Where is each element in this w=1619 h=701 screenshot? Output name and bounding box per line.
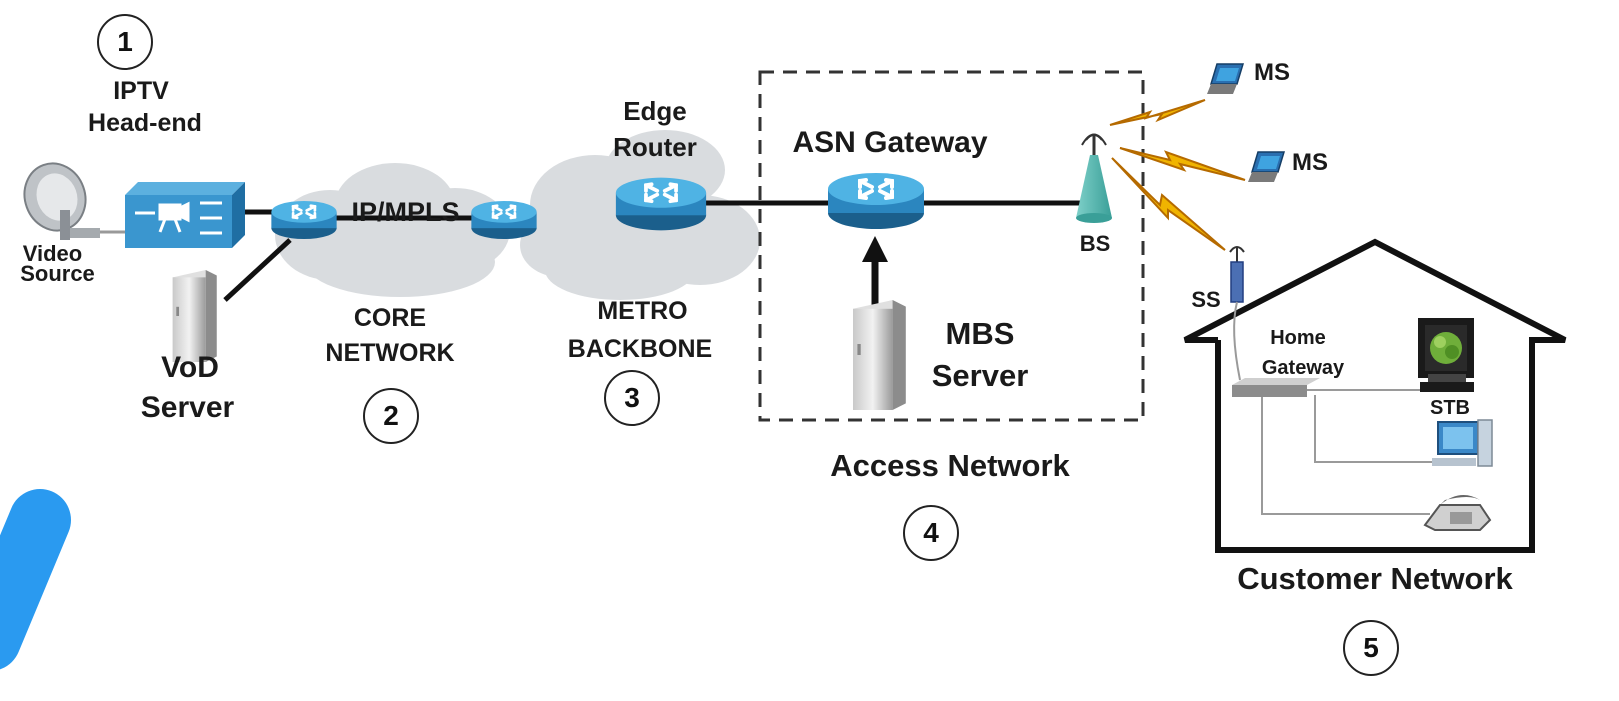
edge-label: Edge (623, 96, 687, 126)
ip-mpls-label: IP/MPLS (351, 197, 460, 227)
stb-label: STB (1430, 397, 1470, 419)
network-label: NETWORK (325, 339, 455, 367)
access-network-title: Access Network (830, 448, 1070, 483)
access-network-boundary (758, 70, 1145, 422)
tv-icon (1418, 318, 1474, 378)
video-label: Video (22, 241, 83, 266)
core-router-1-icon (270, 199, 338, 241)
iptv-label: IPTV (113, 77, 169, 105)
head-end-label: Head-end (88, 109, 202, 137)
desktop-pc-icon (1432, 419, 1493, 467)
step-1-badge: 1 (97, 14, 153, 70)
step-2-badge: 2 (363, 388, 419, 444)
ms1-label: MS (1254, 59, 1290, 86)
customer-network-title: Customer Network (1237, 561, 1513, 596)
core-label: CORE (353, 304, 427, 332)
home-gateway-label: Gateway (1261, 357, 1345, 379)
backbone-label: BACKBONE (567, 335, 713, 363)
ss-label: SS (1191, 287, 1221, 312)
base-station-icon (1076, 133, 1112, 223)
mobile-station-1-icon (1207, 63, 1244, 95)
mbs-label: MBS (945, 316, 1015, 351)
set-top-box-icon (1420, 374, 1474, 392)
step-4-badge: 4 (903, 505, 959, 561)
step-5-badge: 5 (1343, 620, 1399, 676)
satellite-dish-icon (23, 162, 100, 240)
metro-label: METRO (597, 297, 688, 325)
wireless-link-ms1 (1109, 99, 1206, 126)
telephone-icon (1423, 495, 1492, 531)
router-label: Router (613, 132, 697, 162)
asn-gateway-label: ASN Gateway (792, 126, 988, 159)
vod-server-icon (172, 270, 217, 362)
customer-house-outline (1183, 238, 1567, 553)
head-end-encoder-icon (125, 182, 245, 248)
decorative-blue-stroke (0, 489, 71, 670)
mobile-station-2-icon (1248, 151, 1285, 183)
core-router-2-icon (470, 199, 538, 241)
wireless-link-ss (1111, 157, 1226, 251)
source-label: Source (20, 261, 95, 286)
asn-gateway-router-icon (828, 173, 924, 229)
subscriber-station-icon (1229, 246, 1245, 303)
wireless-link-ms2 (1119, 147, 1246, 181)
vod-server-label: Server (140, 391, 235, 424)
home-label: Home (1270, 327, 1326, 349)
home-gateway-icon (1232, 378, 1320, 397)
edge-router-icon (616, 178, 706, 231)
step-3-badge: 3 (604, 370, 660, 426)
ms2-label: MS (1292, 149, 1328, 176)
vod-label: VoD (161, 351, 219, 384)
mbs-server-label: Server (931, 358, 1029, 393)
mbs-server-icon (853, 300, 906, 410)
bs-label: BS (1079, 231, 1111, 256)
